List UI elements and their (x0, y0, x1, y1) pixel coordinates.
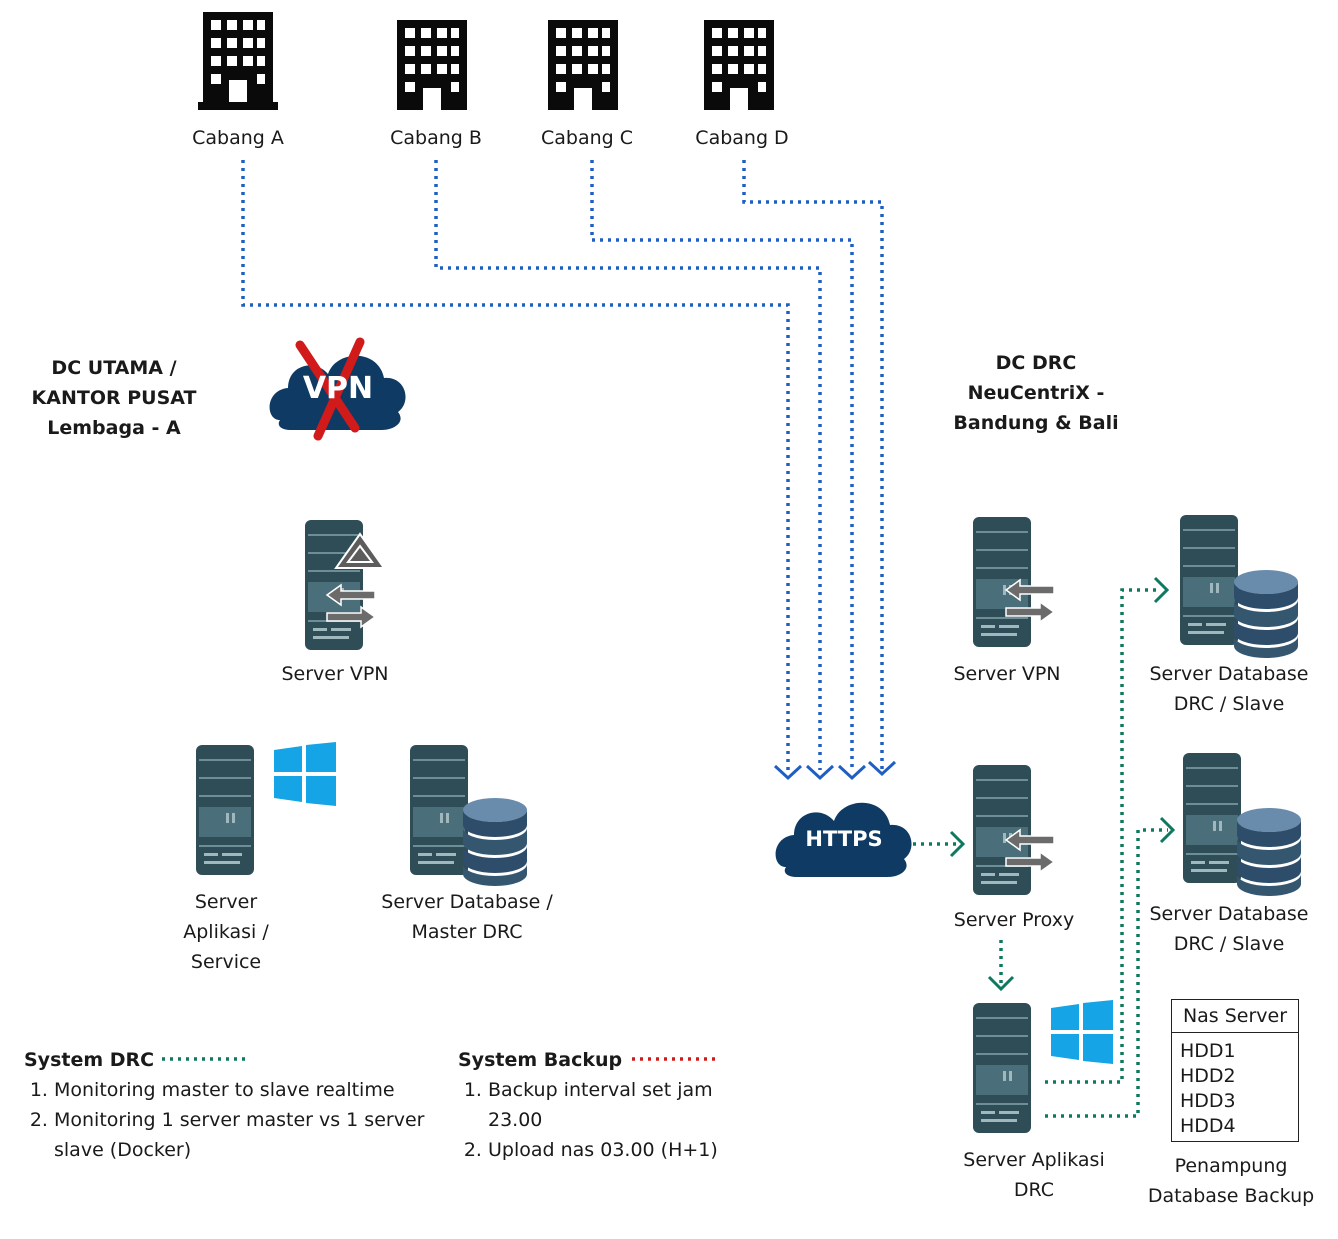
server-proxy-icon (973, 765, 1031, 895)
nas-drive: HDD4 (1180, 1115, 1236, 1137)
drc-connections (913, 588, 1168, 1118)
branch-label-d: Cabang D (695, 127, 789, 149)
disabled-x-icon (295, 337, 365, 441)
server-app-drc-icon (973, 1003, 1031, 1133)
server-db-slave-2-label: Server Database DRC / Slave (1149, 899, 1308, 959)
link-cabang-b (434, 160, 822, 770)
building-icon-c (548, 20, 618, 110)
server-app-left-line2: Aplikasi / (183, 921, 269, 943)
server-app-drc-line2: DRC (1013, 1179, 1055, 1201)
branch-label-a: Cabang A (192, 127, 284, 149)
server-db-slave-1-icon (1180, 515, 1238, 645)
server-db-master-label: Server Database / Master DRC (381, 887, 552, 947)
legend-backup-item: Backup interval set jam 23.00 (488, 1075, 738, 1135)
server-vpn-left-label: Server VPN (281, 663, 389, 685)
server-db-master-icon (410, 745, 468, 875)
dc-utama-line1: DC UTAMA / (51, 357, 177, 379)
dc-drc-line3: Bandung & Bali (953, 412, 1119, 434)
server-app-left-label: Server Aplikasi / Service (183, 887, 269, 977)
server-db-master-line1: Server Database / (381, 891, 553, 913)
branch-label-b: Cabang B (390, 127, 482, 149)
database-icon-slave-2 (1237, 808, 1301, 896)
server-db-slave-1-line2: DRC / Slave (1173, 693, 1285, 715)
nas-drive: HDD1 (1180, 1040, 1236, 1062)
branch-arrowheads (773, 760, 897, 781)
server-vpn-right-icon (973, 517, 1031, 647)
nas-caption-line2: Database Backup (1147, 1185, 1315, 1207)
database-icon-master (463, 798, 527, 886)
building-base-a (198, 102, 278, 110)
nas-drive-list: HDD1 HDD2 HDD3 HDD4 (1172, 1033, 1298, 1139)
server-app-drc-label: Server Aplikasi DRC (963, 1145, 1104, 1205)
server-db-master-line2: Master DRC (411, 921, 523, 943)
https-cloud-label: HTTPS (805, 827, 882, 851)
nas-title: Nas Server (1172, 1000, 1298, 1033)
building-icon-a (203, 12, 273, 102)
building-icon-d (704, 20, 774, 110)
server-vpn-left-icon (305, 520, 363, 650)
link-app-slave-1 (1045, 588, 1160, 1084)
link-cabang-a (241, 160, 790, 770)
dc-utama-line2: KANTOR PUSAT (31, 387, 197, 409)
server-app-left-line1: Server (194, 891, 258, 913)
server-proxy-label: Server Proxy (953, 909, 1075, 931)
server-db-slave-1-line1: Server Database (1149, 663, 1309, 685)
legend-system-drc: System DRC Monitoring master to slave re… (24, 1045, 434, 1165)
database-icon-slave-1 (1234, 570, 1298, 658)
legend-system-backup: System Backup Backup interval set jam 23… (458, 1045, 738, 1165)
legend-backup-title: System Backup (458, 1049, 623, 1071)
server-app-drc-line1: Server Aplikasi (963, 1149, 1105, 1171)
server-app-left-icon (196, 745, 254, 875)
legend-drc-item: Monitoring 1 server master vs 1 server s… (54, 1105, 434, 1165)
windows-icon-right (1051, 1000, 1113, 1064)
branch-label-c: Cabang C (540, 127, 634, 149)
nas-caption: Penampung Database Backup (1148, 1151, 1314, 1211)
vpn-cloud-label: VPN (303, 371, 373, 406)
nas-drive: HDD3 (1180, 1090, 1236, 1112)
dc-drc-label: DC DRC NeuCentriX - Bandung & Bali (953, 348, 1118, 438)
windows-icon-left (274, 742, 336, 806)
dc-drc-line1: DC DRC (995, 352, 1077, 374)
dc-drc-line2: NeuCentriX - (967, 382, 1105, 404)
link-app-slave-2 (1045, 828, 1168, 1118)
server-db-slave-2-line2: DRC / Slave (1173, 933, 1285, 955)
link-cabang-c (590, 160, 854, 770)
server-db-slave-1-label: Server Database DRC / Slave (1149, 659, 1308, 719)
nas-server-box: Nas Server HDD1 HDD2 HDD3 HDD4 (1171, 999, 1299, 1142)
server-db-slave-2-icon (1183, 753, 1241, 883)
vpn-triangle-icon (334, 532, 386, 569)
branch-connections (241, 160, 884, 770)
nas-drive: HDD2 (1180, 1065, 1236, 1087)
legend-drc-item: Monitoring master to slave realtime (54, 1075, 434, 1105)
server-vpn-right-label: Server VPN (953, 663, 1061, 685)
link-cabang-d (742, 160, 884, 770)
drc-arrowheads (949, 576, 1176, 992)
server-db-slave-2-line1: Server Database (1149, 903, 1309, 925)
nas-caption-line1: Penampung (1174, 1155, 1288, 1177)
building-icon-b (397, 20, 467, 110)
server-app-left-line3: Service (190, 951, 262, 973)
dc-utama-label: DC UTAMA / KANTOR PUSAT Lembaga - A (32, 353, 197, 443)
legend-backup-item: Upload nas 03.00 (H+1) (488, 1135, 738, 1165)
dc-utama-line3: Lembaga - A (47, 417, 181, 439)
legend-drc-title: System DRC (24, 1049, 155, 1071)
